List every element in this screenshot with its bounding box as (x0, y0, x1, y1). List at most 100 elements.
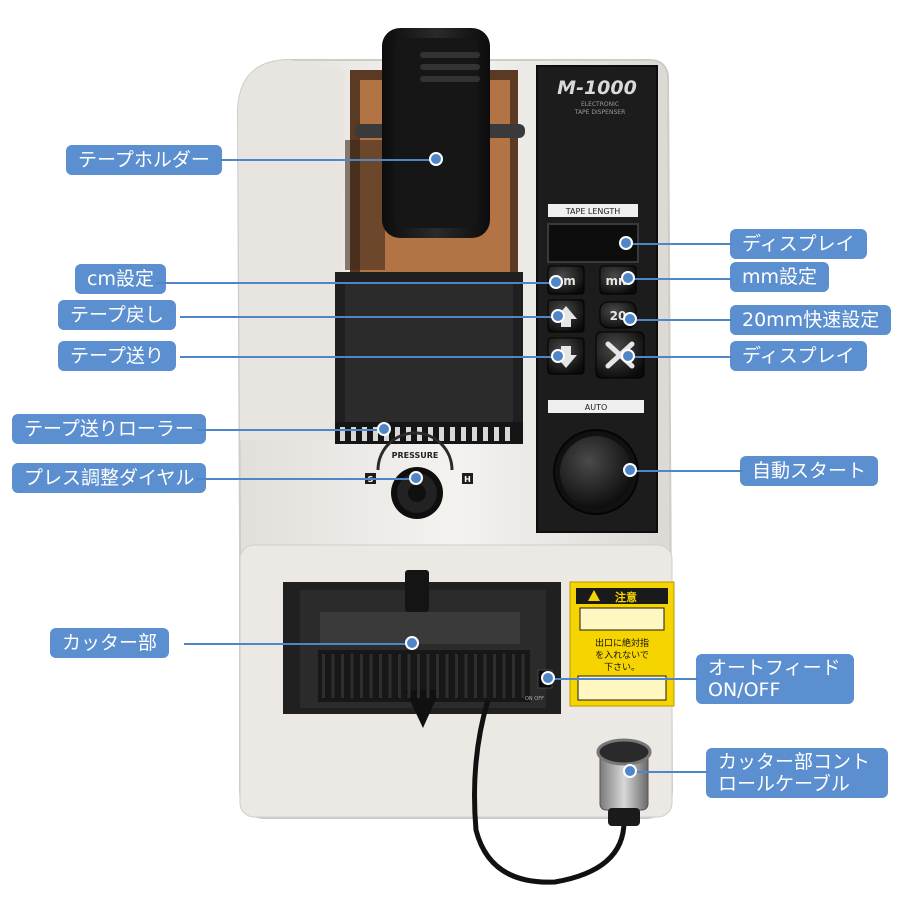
cutter-tooth (445, 654, 449, 698)
leader-feed-roller (196, 429, 384, 431)
warning-line-3: 下さい。 (604, 662, 640, 673)
roller-stripe (472, 427, 477, 441)
roller-stripe (505, 427, 510, 441)
onoff-switch-label: ON OFF (525, 696, 544, 702)
dot-tape-return (551, 309, 565, 323)
warning-label: 注意 出口に絶対指 を入れないで 下さい。 (569, 581, 675, 707)
leader-display-2 (628, 356, 732, 358)
roller-stripe (461, 427, 466, 441)
cutter-tooth (474, 654, 477, 698)
callout-cutter-cable: カッター部コント ロールケーブル (706, 748, 888, 798)
roller-stripe (483, 427, 488, 441)
dot-feed-roller (377, 422, 391, 436)
tape-feed-tray (335, 272, 523, 444)
control-panel: M-1000 ELECTRONIC TAPE DISPENSER TAPE LE… (536, 65, 658, 533)
callout-feed-roller: テープ送りローラー (12, 414, 206, 444)
cutter-tooth (331, 654, 335, 698)
cutter-tooth (455, 654, 458, 698)
callout-cm-setting: cm設定 (75, 264, 166, 294)
cutter-tooth (398, 654, 401, 698)
dot-cutter (405, 636, 419, 650)
cutter-tooth (360, 654, 363, 698)
cutter-tooth (350, 654, 354, 698)
leader-mm-setting (628, 278, 732, 280)
roller-stripe (439, 427, 444, 441)
cutter-tooth (464, 654, 468, 698)
cutter-tooth (483, 654, 487, 698)
warning-title: 注意 (615, 590, 637, 604)
roller-stripe (395, 427, 400, 441)
auto-start-button[interactable] (553, 429, 639, 515)
dot-display-2 (621, 349, 635, 363)
arrow-up-icon (555, 306, 577, 327)
cutter-tooth (341, 654, 344, 698)
leader-tape-holder (220, 159, 434, 161)
callout-fast-20mm: 20mm快速設定 (730, 305, 892, 335)
callout-mm-setting: mm設定 (730, 262, 830, 292)
cutter-tooth (379, 654, 382, 698)
callout-auto-start: 自動スタート (740, 456, 879, 486)
dot-auto-start (623, 463, 637, 477)
dot-mm-setting (621, 271, 635, 285)
tape-roll (355, 28, 525, 238)
tape-length-label: TAPE LENGTH (565, 207, 620, 216)
cutter-tooth (417, 654, 420, 698)
dot-press-dial (409, 471, 423, 485)
model-subtitle-1: ELECTRONIC (581, 101, 619, 108)
pressure-dial[interactable]: PRESSURE S H (365, 431, 473, 519)
dot-tape-feed (551, 349, 565, 363)
leader-fast-20mm (630, 319, 732, 321)
warning-line-2: を入れないで (595, 650, 649, 661)
cutter-tooth (426, 654, 430, 698)
callout-tape-holder: テープホルダー (66, 145, 222, 175)
dot-auto-feed (541, 671, 555, 685)
leader-tape-return (180, 316, 558, 318)
cutter-tooth (369, 654, 373, 698)
cutter-tooth (322, 654, 325, 698)
dot-cutter-cable (623, 764, 637, 778)
callout-cutter: カッター部 (50, 628, 170, 658)
leader-display-1 (626, 243, 732, 245)
arrow-down-icon (555, 346, 577, 368)
callout-tape-return: テープ戻し (58, 300, 176, 330)
leader-tape-feed (180, 356, 558, 358)
dial-h-label: H (464, 475, 471, 484)
dot-display-1 (619, 236, 633, 250)
cutter-tooth (388, 654, 392, 698)
leader-cutter-cable (630, 771, 708, 773)
cancel-button[interactable] (595, 331, 645, 379)
warning-icon (588, 590, 600, 601)
cutter-tooth (493, 654, 496, 698)
roller-stripe (428, 427, 433, 441)
dot-fast-20mm (623, 312, 637, 326)
dot-cm-setting (549, 275, 563, 289)
leader-cutter (184, 643, 412, 645)
model-logo: M-1000 (557, 77, 637, 99)
warning-line-1: 出口に絶対指 (595, 637, 649, 649)
leader-cm-setting (156, 282, 556, 284)
roller-stripe (351, 427, 356, 441)
cutter-tooth (521, 654, 525, 698)
roller-stripe (373, 427, 378, 441)
callout-display-2: ディスプレイ (730, 341, 867, 371)
roller-stripe (494, 427, 499, 441)
callout-press-dial: プレス調整ダイヤル (12, 463, 207, 493)
cutter-unit: ON OFF (283, 570, 561, 728)
cutter-tooth (407, 654, 411, 698)
pressure-label: PRESSURE (392, 451, 439, 460)
roller-stripe (362, 427, 367, 441)
callout-display-1: ディスプレイ (730, 229, 867, 259)
callout-auto-feed: オートフィード ON/OFF (696, 654, 854, 704)
roller-stripe (340, 427, 345, 441)
tape-return-button[interactable] (547, 299, 585, 333)
callout-tape-feed: テープ送り (58, 341, 176, 371)
leader-auto-feed (548, 678, 698, 680)
leader-auto-start (630, 470, 742, 472)
dot-tape-holder (429, 152, 443, 166)
fast-20mm-button-label: 20 (610, 309, 627, 323)
auto-label: AUTO (585, 403, 608, 412)
cutter-tooth (512, 654, 515, 698)
model-subtitle-2: TAPE DISPENSER (574, 109, 625, 116)
cutter-tooth (502, 654, 506, 698)
cutter-tooth (436, 654, 439, 698)
